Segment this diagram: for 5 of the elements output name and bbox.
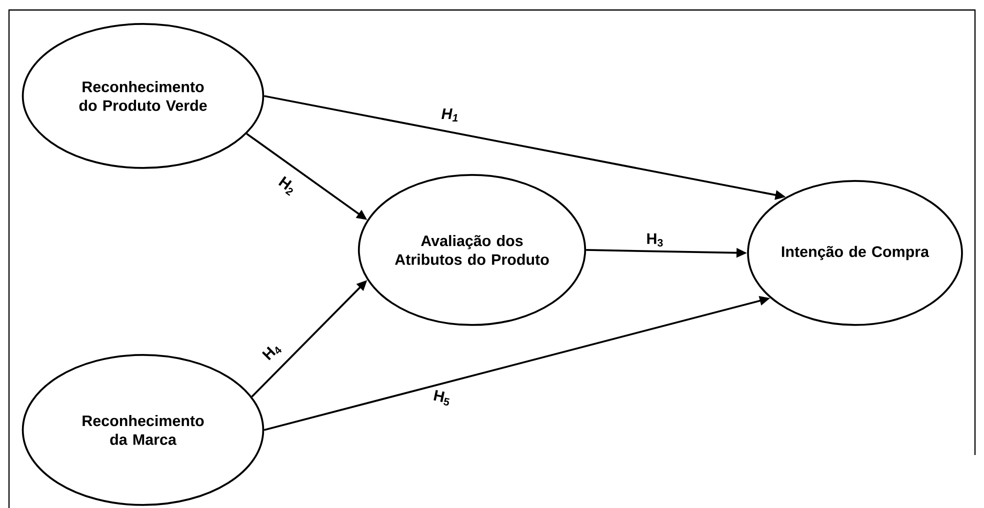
edge-label: H$_{2}$ <box>278 176 293 196</box>
edge-label: H$_{4}$ <box>262 346 282 360</box>
edge-label: H$_{3}$ <box>647 233 663 247</box>
edge-label: H$_{5}$ <box>434 390 450 406</box>
edge-label: H$_{1}$ <box>442 108 458 122</box>
